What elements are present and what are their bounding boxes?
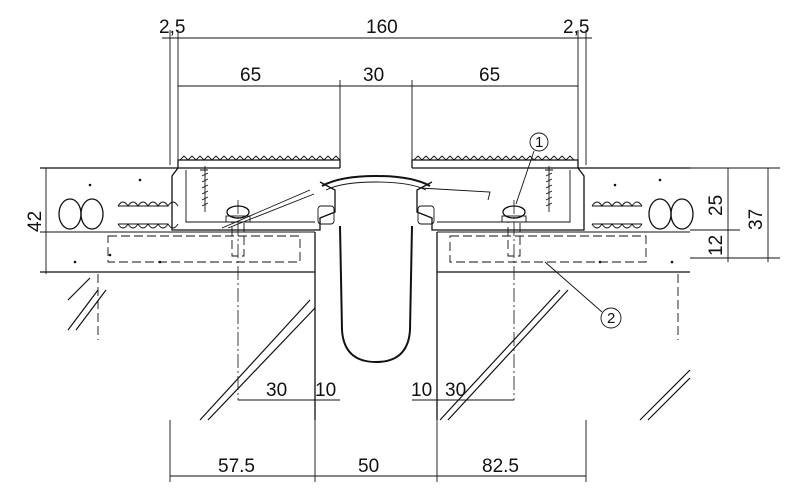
base-plates (107, 235, 647, 263)
dim-bottom-right: 82.5 (482, 456, 519, 477)
callout-1: 1 (515, 132, 549, 205)
dim-bottom-left: 57.5 (218, 456, 255, 477)
svg-text:1: 1 (535, 134, 543, 151)
substrate-hatching (67, 274, 691, 421)
left-base-plate (107, 235, 301, 263)
right-profile (411, 155, 585, 400)
dim-bottom-middle: 50 (358, 456, 379, 477)
dim-left-plate: 65 (240, 65, 261, 86)
screed-dots (73, 178, 674, 264)
anchor-dimensions: 30 10 10 30 (238, 380, 514, 401)
left-dimension: 42 (25, 167, 70, 274)
loop-seal (339, 225, 413, 364)
dim-gap: 30 (363, 65, 384, 86)
dim-total: 160 (366, 17, 398, 38)
dim-right-upper: 25 (706, 195, 727, 216)
dim-right-lower: 12 (706, 235, 727, 256)
right-backing-roll (591, 198, 694, 230)
dim-right-plate: 65 (479, 65, 500, 86)
bottom-dimensions: 57.5 50 82.5 (169, 420, 587, 482)
left-backing-roll (58, 198, 179, 230)
dim-anchor-left-offset: 30 (266, 380, 287, 401)
centre-cover-plate (317, 174, 435, 225)
top-dimensions: 2,5 160 2,5 65 30 65 (159, 17, 592, 168)
dim-right-edge: 2,5 (563, 17, 589, 38)
dim-anchor-right-gap: 10 (411, 380, 432, 401)
slab-surfaces (40, 167, 690, 420)
svg-text:2: 2 (607, 310, 615, 327)
callout-2: 2 (544, 261, 622, 329)
dim-anchor-left-gap: 10 (315, 380, 336, 401)
right-dimensions: 25 12 37 (690, 167, 780, 262)
dim-right-total: 37 (746, 209, 767, 230)
dim-left-edge: 2,5 (159, 17, 185, 38)
dim-anchor-right-offset: 30 (445, 380, 466, 401)
right-base-plate (449, 235, 647, 263)
dim-left-height: 42 (25, 211, 46, 232)
